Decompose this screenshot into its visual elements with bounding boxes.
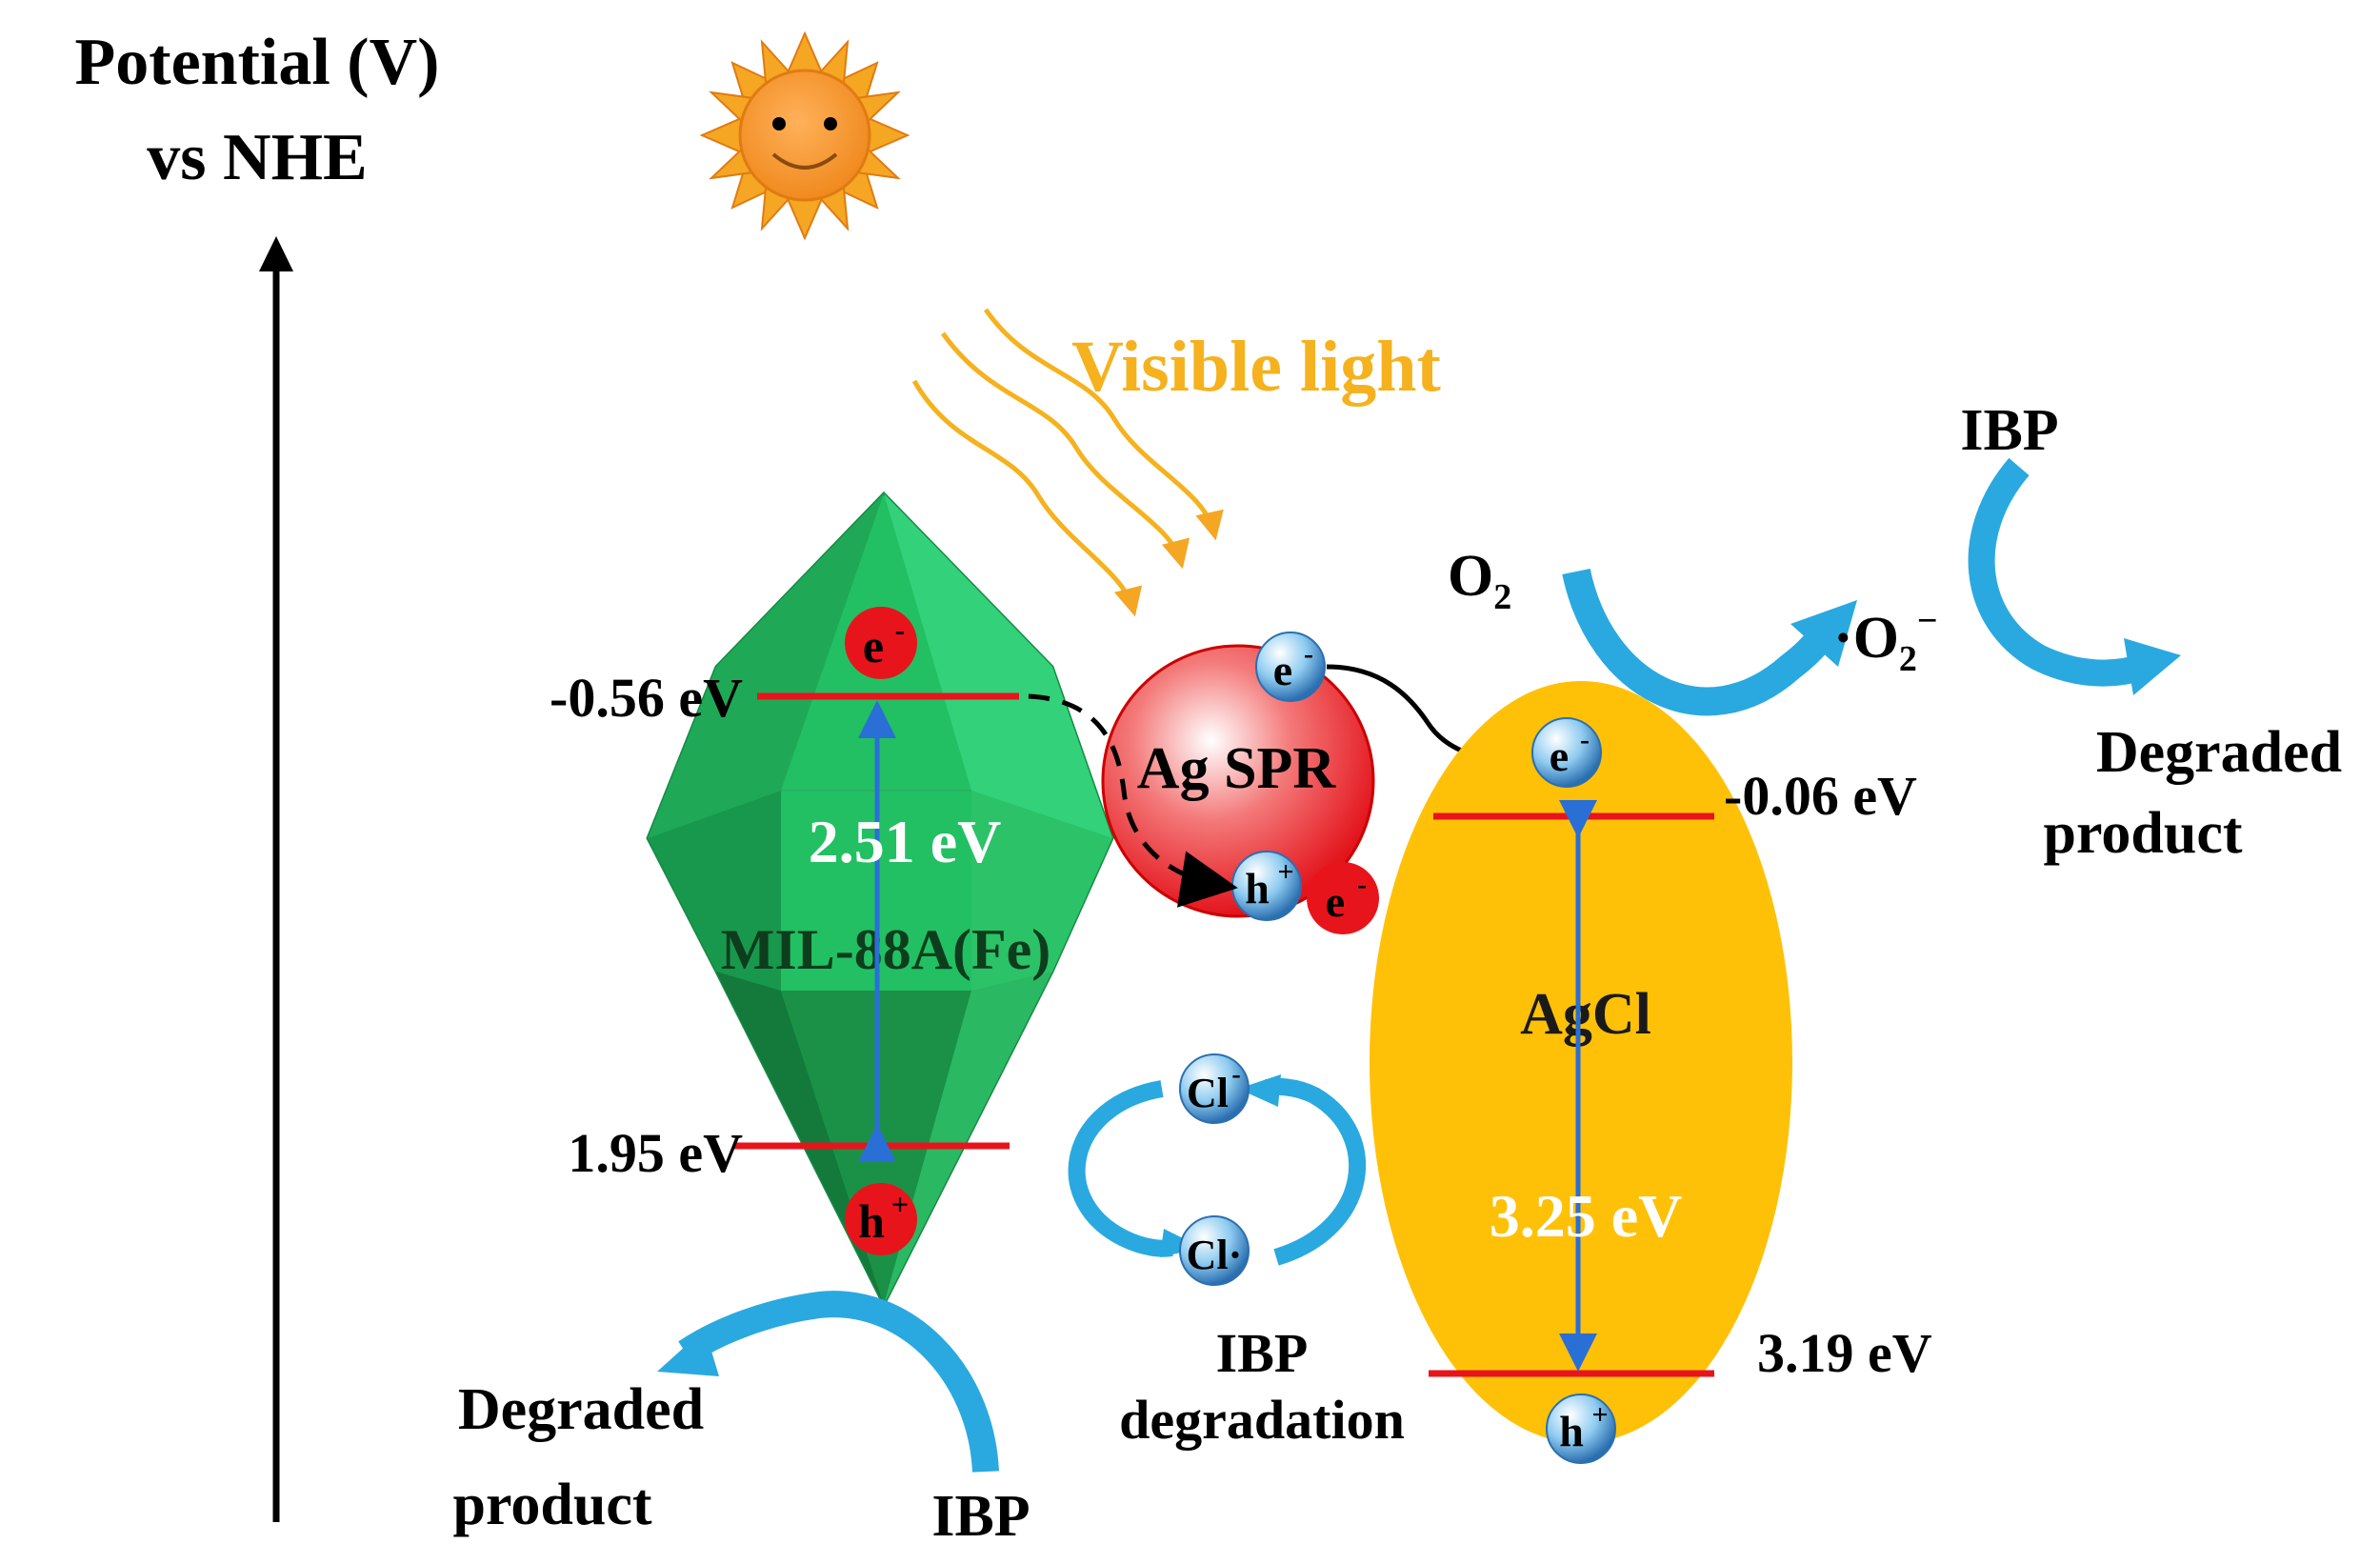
- right-product-line2: product: [2043, 801, 2242, 866]
- right-product-line1: Degraded: [2096, 720, 2342, 785]
- mil-gap-label: 2.51 eV: [809, 808, 1002, 875]
- agcl-electron: e -: [1531, 717, 1602, 788]
- cl-radical: [1179, 1215, 1250, 1286]
- ag-electron: e -: [1255, 632, 1326, 702]
- axis-title-line1: Potential (V): [75, 26, 440, 99]
- sun-icon: [699, 30, 910, 241]
- svg-text:-: -: [1304, 638, 1313, 670]
- o2-reduction-arrow: [1562, 568, 1836, 716]
- cycle-label-line2: degradation: [1119, 1389, 1405, 1451]
- mil-electron: e -: [845, 607, 917, 679]
- left-ibp-label: IBP: [931, 1484, 1030, 1549]
- svg-text:h: h: [1245, 864, 1270, 912]
- mil-cb-value: -0.56 eV: [550, 667, 743, 729]
- svg-text:-: -: [1357, 869, 1367, 900]
- superoxide-label: ·O2−: [1833, 601, 1938, 679]
- svg-text:-: -: [895, 612, 906, 647]
- mil88a-label: MIL-88A(Fe): [721, 918, 1051, 981]
- svg-text:e: e: [1326, 877, 1345, 926]
- svg-text:e: e: [1550, 732, 1569, 780]
- right-degradation-arrow: [1968, 457, 2148, 687]
- left-product-line2: product: [452, 1473, 651, 1537]
- svg-text:h: h: [1559, 1407, 1584, 1455]
- svg-text:-: -: [1580, 724, 1590, 755]
- svg-text:Cl·: Cl·: [1187, 1232, 1243, 1278]
- left-degradation-arrow: [678, 1291, 999, 1473]
- chloride-cycle: Cl - Cl·: [1068, 1053, 1367, 1286]
- ag-hole: h +: [1231, 851, 1302, 921]
- visible-light-label: Visible light: [1071, 327, 1441, 407]
- cl-minus-ion: [1179, 1053, 1250, 1124]
- cycle-arrow-left: [1068, 1080, 1173, 1257]
- ag-spr-label: Ag SPR: [1137, 736, 1337, 801]
- cycle-arrow-right: [1265, 1078, 1367, 1266]
- svg-text:+: +: [1277, 856, 1293, 888]
- agcl-hole: h +: [1546, 1394, 1616, 1464]
- svg-text:e: e: [863, 619, 884, 672]
- agcl-cb-value: -0.06 eV: [1724, 765, 1917, 827]
- svg-text:Cl: Cl: [1187, 1070, 1229, 1116]
- svg-text:e: e: [1273, 646, 1292, 694]
- axis-title-line2: vs NHE: [147, 121, 367, 194]
- svg-text:h: h: [858, 1194, 885, 1248]
- mil-hole: h +: [845, 1183, 917, 1255]
- cycle-label-line1: IBP: [1216, 1322, 1309, 1384]
- right-ibp-label: IBP: [1960, 398, 2058, 463]
- visible-light-rays: [911, 308, 1224, 617]
- agcl-label: AgCl: [1520, 982, 1651, 1047]
- mil-to-ag-transfer-arrow: [1028, 693, 1238, 908]
- svg-text:+: +: [891, 1187, 909, 1221]
- left-product-line1: Degraded: [458, 1377, 704, 1442]
- o2-label: O2: [1448, 544, 1511, 617]
- ag-surface-electron: e -: [1307, 862, 1379, 934]
- mil-vb-value: 1.95 eV: [568, 1122, 743, 1184]
- potential-axis: Potential (V) vs NHE: [75, 26, 440, 1522]
- svg-text:-: -: [1231, 1060, 1240, 1090]
- agcl-vb-value: 3.19 eV: [1757, 1322, 1932, 1384]
- svg-text:+: +: [1591, 1399, 1608, 1431]
- axis-arrowhead: [259, 236, 293, 271]
- agcl-gap-label: 3.25 eV: [1490, 1182, 1683, 1250]
- ag-spr-particle: [1101, 644, 1375, 918]
